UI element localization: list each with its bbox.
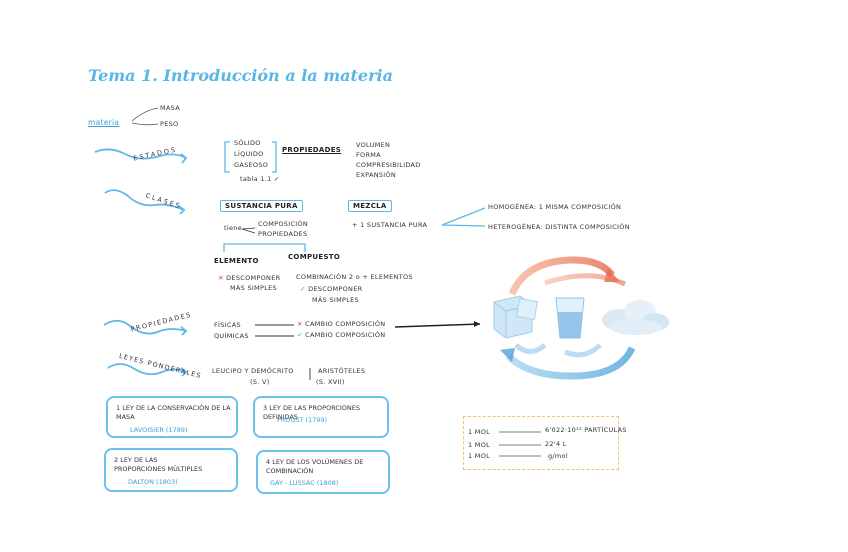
- compuesto-desc-3: MÁS SIMPLES: [312, 296, 359, 304]
- sp-composicion: COMPOSICIÓN: [258, 220, 309, 228]
- aristoteles-year: (S. XVII): [316, 378, 345, 386]
- leucipo-text: LEUCIPO Y DEMÓCRITO: [212, 367, 294, 375]
- law-card-3: 3 LEY DE LAS PROPORCIONES DEFINIDAS PROU…: [253, 396, 389, 438]
- fisicas-label: FÍSICAS: [214, 321, 241, 329]
- estado-liquido: LÍQUIDO: [234, 150, 264, 158]
- estados-note: tabla 1.1 ✓: [240, 175, 280, 183]
- law-card-4: 4 LEY DE LOS VOLÚMENES DE COMBINACIÓN GA…: [256, 450, 390, 494]
- law-card-2: 2 LEY DE LAS PROPORCIONES MÚLTIPLES DALT…: [104, 448, 238, 492]
- law-card-text: 1 LEY DE LA CONSERVACIÓN DE LA MASA: [116, 404, 231, 421]
- cycle-arrows-icon: [500, 256, 636, 380]
- sustancia-pura-box: SUSTANCIA PURA: [220, 200, 303, 212]
- law-card-author: PROUST (1799): [277, 416, 328, 424]
- mol-row-key: 1 MOL: [468, 452, 491, 460]
- heterogenea-text: HETEROGÉNEA: DISTINTA COMPOSICIÓN: [488, 223, 630, 231]
- fisicas-note: ✕ CAMBIO COMPOSICIÓN: [297, 320, 386, 328]
- mezcla-box: MEZCLA: [348, 200, 392, 212]
- mol-row-value: 22'4 L: [545, 440, 567, 448]
- cross-icon: ✕: [297, 320, 303, 328]
- elemento-desc-1: ✕ DESCOMPONER: [218, 274, 281, 282]
- mol-row-key: 1 MOL: [468, 441, 491, 449]
- cross-icon: ✕: [218, 274, 224, 282]
- compuesto-desc-2: ✓ DESCOMPONER: [300, 285, 363, 293]
- check-icon: ✓: [300, 285, 306, 293]
- check-icon: ✓: [297, 331, 303, 339]
- leucipo-year: (S. V): [250, 378, 270, 386]
- law-card-1: 1 LEY DE LA CONSERVACIÓN DE LA MASA LAVO…: [106, 396, 238, 438]
- propiedades-heading: PROPIEDADES: [282, 146, 342, 154]
- masa-label: MASA: [160, 104, 180, 112]
- sp-note: tiene: [224, 224, 242, 232]
- page-title: Tema 1. Introducción a la materia: [88, 66, 393, 85]
- water-glass-icon: [555, 297, 585, 339]
- estado-gaseoso: GASEOSO: [234, 161, 269, 169]
- materia-label: materia: [88, 118, 120, 127]
- homogenea-text: HOMOGÉNEA: 1 MISMA COMPOSICIÓN: [488, 203, 622, 211]
- elemento-heading: ELEMENTO: [214, 257, 259, 265]
- quimicas-note: ✓ CAMBIO COMPOSICIÓN: [297, 331, 386, 339]
- mol-box: [463, 416, 619, 470]
- compuesto-desc: COMBINACIÓN 2 o + ELEMENTOS: [296, 273, 413, 281]
- mol-row-key: 1 MOL: [468, 428, 491, 436]
- aristoteles-text: ARISTÓTELES: [318, 367, 366, 375]
- law-card-author: GAY - LUSSAC (1808): [270, 479, 339, 487]
- mezcla-note: + 1 SUSTANCIA PURA: [352, 221, 428, 229]
- elemento-desc-2: MÁS SIMPLES: [230, 284, 277, 292]
- law-card-text: 2 LEY DE LAS PROPORCIONES MÚLTIPLES: [114, 456, 203, 473]
- prop-compresibilidad: COMPRESIBILIDAD: [356, 161, 421, 169]
- cloud-icon: [602, 300, 669, 335]
- compuesto-heading: COMPUESTO: [288, 253, 341, 261]
- mol-row-value: g/mol: [548, 452, 568, 460]
- law-card-author: LAVOISIER (1789): [130, 426, 188, 434]
- sp-propiedades: PROPIEDADES: [258, 230, 308, 238]
- law-card-author: DALTON (1803): [128, 478, 178, 486]
- mol-row-value: 6'022·10²³ PARTÍCULAS: [545, 426, 627, 434]
- law-card-text: 3 LEY DE LAS PROPORCIONES DEFINIDAS: [263, 404, 361, 421]
- prop-expansion: EXPANSIÓN: [356, 171, 397, 179]
- law-card-text: 4 LEY DE LOS VOLÚMENES DE COMBINACIÓN: [266, 458, 364, 475]
- ice-cube-icon: [493, 295, 539, 339]
- quimicas-label: QUÍMICAS: [214, 332, 249, 340]
- prop-forma: FORMA: [356, 151, 381, 159]
- estado-solido: SÓLIDO: [234, 139, 261, 147]
- prop-volumen: VOLUMEN: [356, 141, 391, 149]
- peso-label: PESO: [160, 120, 179, 128]
